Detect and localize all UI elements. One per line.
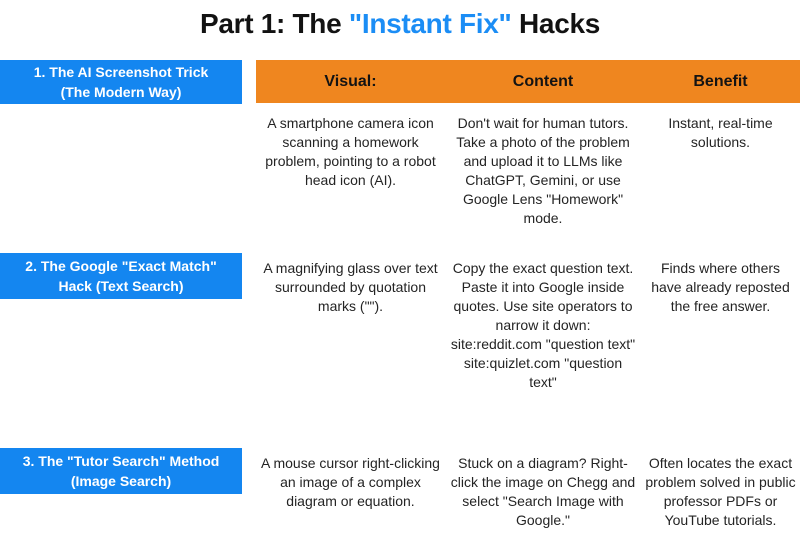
row-1-benefit-cell: Instant, real-time solutions.	[668, 115, 773, 150]
page-title: Part 1: The "Instant Fix" Hacks	[0, 8, 800, 40]
title-suffix: Hacks	[511, 8, 601, 39]
row-2-content-cell: Copy the exact question text. Paste it i…	[450, 260, 636, 390]
row-3-label-line-1: 3. The "Tutor Search" Method	[22, 453, 220, 469]
row-2-label: 2. The Google "Exact Match" Hack (Text S…	[0, 253, 242, 299]
row-2-label-line-1: 2. The Google "Exact Match"	[25, 258, 217, 274]
row-2-benefit-cell: Finds where others have already reposted…	[651, 260, 790, 314]
row-3-content-cell: Stuck on a diagram? Right-click the imag…	[450, 455, 636, 528]
column-header-bar: Visual: Content Benefit	[256, 60, 800, 103]
row-3-label-line-2: (Image Search)	[70, 473, 172, 489]
table-header-band: 1. The AI Screenshot Trick (The Modern W…	[0, 60, 800, 104]
title-prefix: Part 1: The	[199, 8, 349, 39]
column-header-content: Content	[512, 72, 574, 90]
row-2-visual-cell: A magnifying glass over text surrounded …	[263, 260, 438, 314]
title-highlight: "Instant Fix"	[348, 8, 512, 39]
table-row-1: A smartphone camera icon scanning a home…	[0, 104, 800, 228]
row-1-label-line-1: 1. The AI Screenshot Trick	[33, 64, 209, 80]
table-row-2: 2. The Google "Exact Match" Hack (Text S…	[0, 253, 800, 392]
row-3-benefit-cell: Often locates the exact problem solved i…	[645, 455, 796, 528]
column-header-visual: Visual:	[324, 72, 377, 90]
row-1-label: 1. The AI Screenshot Trick (The Modern W…	[0, 60, 242, 104]
row-2-label-line-2: Hack (Text Search)	[58, 278, 184, 294]
row-1-label-line-2: (The Modern Way)	[60, 84, 182, 100]
column-header-benefit: Benefit	[693, 72, 748, 90]
row-1-visual-cell: A smartphone camera icon scanning a home…	[265, 115, 436, 188]
row-3-visual-cell: A mouse cursor right-clicking an image o…	[261, 455, 440, 509]
row-1-content-cell: Don't wait for human tutors. Take a phot…	[456, 115, 630, 226]
table-row-3: 3. The "Tutor Search" Method (Image Sear…	[0, 448, 800, 530]
row-3-label: 3. The "Tutor Search" Method (Image Sear…	[0, 448, 242, 494]
